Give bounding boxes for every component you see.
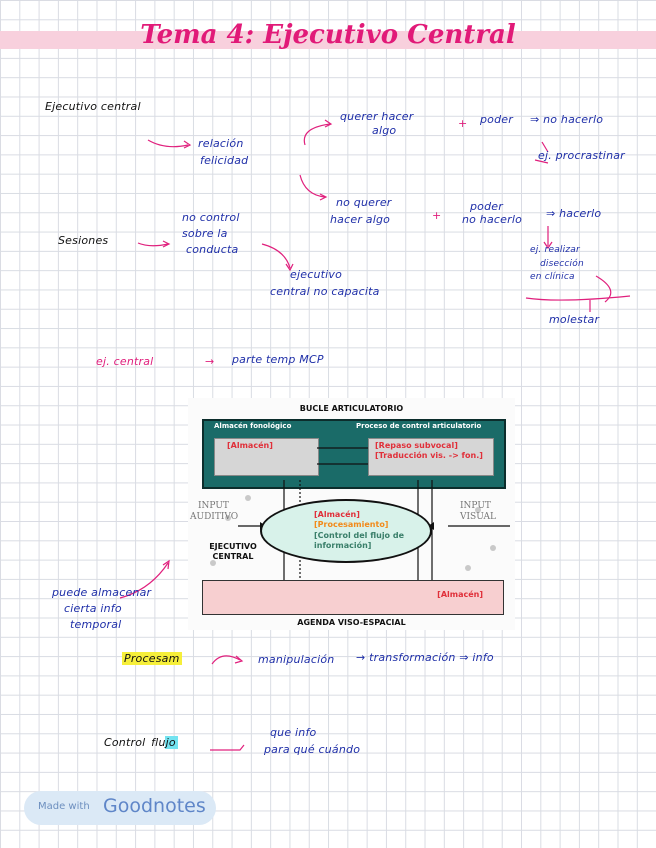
brace-molestar <box>595 275 612 303</box>
note-ejecutivo: ejecutivo <box>290 268 343 281</box>
ejecutivo-label-line1: EJECUTIVO <box>209 542 257 551</box>
arrow-ejecutivo-relacion <box>147 139 189 148</box>
arrow-relacion-noquerer <box>299 174 326 198</box>
note-ejecutivo-central: Ejecutivo central <box>45 100 141 113</box>
note-no-querer: no querer <box>336 196 392 209</box>
input-visual-2: VISUAL <box>460 512 497 522</box>
arrow-almacenar-diagram <box>119 562 169 599</box>
made-with-label: Made with <box>38 801 90 812</box>
goodnotes-badge <box>24 791 216 825</box>
almacen-fonologico-label: Almacén fonológico <box>214 422 292 430</box>
note-hacerlo: ⇒ hacerlo <box>546 207 602 220</box>
note-central-no-capacita: central no capacita <box>270 285 380 298</box>
arrow-relacion-querer <box>303 123 331 146</box>
note-relacion: relación <box>198 137 244 150</box>
almacen-label-1: [Almacén] <box>227 441 273 450</box>
traduccion: [Traducción vis. -> fon.] <box>375 451 483 460</box>
control-flujo-label-2: información] <box>314 541 372 550</box>
note-temporal: temporal <box>70 618 122 631</box>
input-visual-1: INPUT <box>460 501 491 511</box>
note-cierta-info: cierta info <box>64 602 122 615</box>
note-en-clinica: en clínica <box>530 272 575 282</box>
ejecutivo-central-label: EJECUTIVO CENTRAL <box>202 542 264 561</box>
arrow-sesiones-control <box>137 242 169 247</box>
note-transformacion: → transformación ⇒ info <box>356 651 494 664</box>
note-para-que-cuando: para qué cuándo <box>264 743 361 756</box>
note-que-info: que info <box>270 726 317 739</box>
page-title: Tema 4: Ejecutivo Central <box>140 20 516 50</box>
note-querer-hacer: querer hacer <box>340 110 414 123</box>
note-sobre-la: sobre la <box>182 227 228 240</box>
note-disection: disección <box>540 259 584 269</box>
note-poder: poder <box>480 113 513 126</box>
procesamiento-label: [Procesamiento] <box>314 520 389 529</box>
title-highlight <box>0 31 656 49</box>
note-plus-2: + <box>432 209 442 222</box>
note-hacer-algo: hacer algo <box>330 213 391 226</box>
note-molestar: molestar <box>549 313 600 326</box>
input-auditivo-2: AUDITIVO <box>190 512 239 522</box>
note-arrow-parte: → <box>205 355 215 368</box>
note-manipulacion: manipulación <box>258 653 335 666</box>
note-plus-1: + <box>458 117 468 130</box>
goodnotes-logo: Goodnotes <box>103 795 206 817</box>
arrow-procesam <box>211 655 241 665</box>
agenda-box: [Almacén] <box>202 580 504 615</box>
note-puede-almacenar: puede almacenar <box>52 586 152 599</box>
highlight-procesam: Procesam <box>122 652 182 665</box>
almacen-label-3: [Almacén] <box>437 590 483 599</box>
note-ej-realizar: ej. realizar <box>530 245 580 255</box>
highlight-flujo: flujo <box>149 736 178 749</box>
agenda-label: AGENDA VISO-ESPACIAL <box>297 618 406 627</box>
ejecutivo-ellipse <box>260 499 432 563</box>
note-no-hacerlo-2: no hacerlo <box>462 213 523 226</box>
input-auditivo-1: INPUT <box>198 501 229 511</box>
ejecutivo-label-line2: CENTRAL <box>212 551 254 561</box>
proceso-control-label: Proceso de control articulatorio <box>356 422 482 430</box>
note-control-word: Control <box>104 736 150 749</box>
note-no-control: no control <box>182 211 240 224</box>
note-parte-temp: parte temp MCP <box>232 353 324 366</box>
arrow-conducta-ejecutivo <box>261 243 291 269</box>
note-sesiones: Sesiones <box>58 234 109 247</box>
note-felicidad: felicidad <box>200 154 249 167</box>
note-procrastinar: ej. procrastinar <box>538 149 625 162</box>
arrow-control-flujo <box>210 744 245 751</box>
working-memory-diagram: BUCLE ARTICULATORIO Almacén fonológico P… <box>188 398 515 630</box>
repaso-subvocal: [Repaso subvocal] <box>375 441 458 450</box>
note-ej-central: ej. central <box>96 355 154 368</box>
control-articulatorio-box: [Repaso subvocal] [Traducción vis. -> fo… <box>368 438 494 476</box>
note-control-flujo: Control flujo <box>104 736 178 749</box>
note-no-hacerlo: ⇒ no hacerlo <box>530 113 604 126</box>
note-procesam: Procesam <box>122 652 182 665</box>
note-algo: algo <box>372 124 397 137</box>
almacen-label-2: [Almacén] <box>314 510 360 519</box>
control-flujo-label-1: [Control del flujo de <box>314 531 404 540</box>
note-poder-2: poder <box>470 200 503 213</box>
note-conducta: conducta <box>186 243 239 256</box>
almacen-fonologico-box: [Almacén] <box>214 438 319 476</box>
diagram-title: BUCLE ARTICULATORIO <box>299 404 404 413</box>
